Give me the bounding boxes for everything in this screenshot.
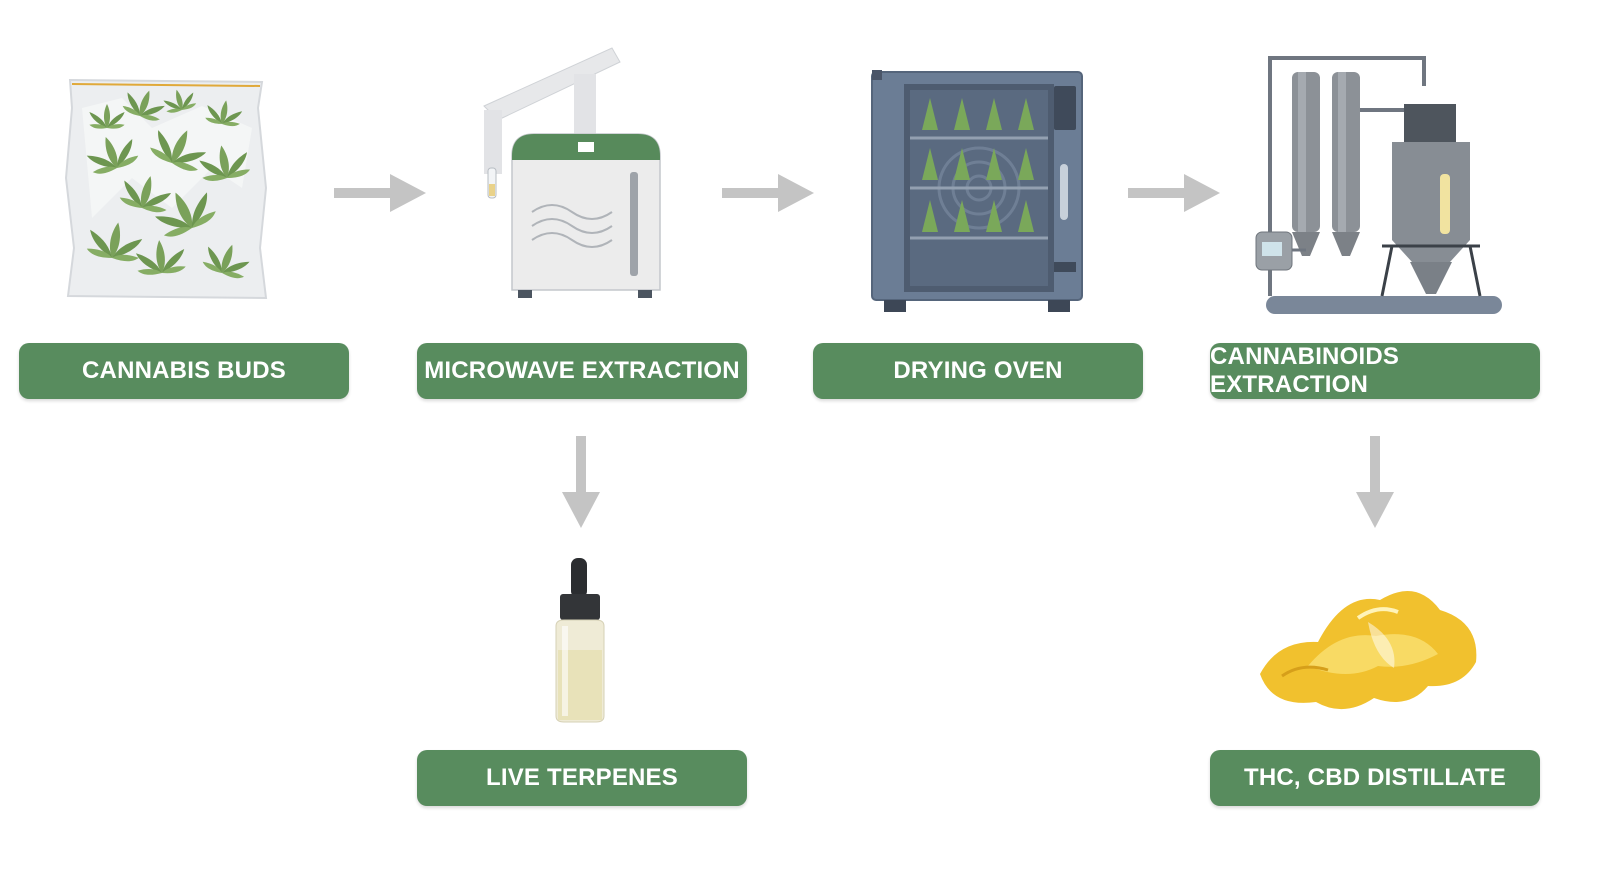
extraction-plant-icon: [1255, 56, 1502, 314]
arrow-right-1: [334, 174, 426, 212]
arrow-right-2: [722, 174, 814, 212]
dropper-bottle-icon: [555, 558, 605, 723]
arrow-down-1: [562, 436, 600, 528]
arrow-right-3: [1128, 174, 1220, 212]
step-label-drying-oven: DRYING OVEN: [813, 343, 1143, 399]
output-label-live-terpenes: LIVE TERPENES: [417, 750, 747, 806]
arrow-down-2: [1356, 436, 1394, 528]
cannabis-bag-icon: [64, 78, 268, 300]
drying-oven-icon: [871, 70, 1083, 312]
output-label-thc-cbd-distillate: THC, CBD DISTILLATE: [1210, 750, 1540, 806]
step-label-cannabinoids-extraction: CANNABINOIDS EXTRACTION: [1210, 343, 1540, 399]
distillate-shatter-icon: [1260, 591, 1477, 710]
microwave-extractor-icon: [483, 47, 661, 298]
step-label-cannabis-buds: CANNABIS BUDS: [19, 343, 349, 399]
step-label-microwave-extraction: MICROWAVE EXTRACTION: [417, 343, 747, 399]
